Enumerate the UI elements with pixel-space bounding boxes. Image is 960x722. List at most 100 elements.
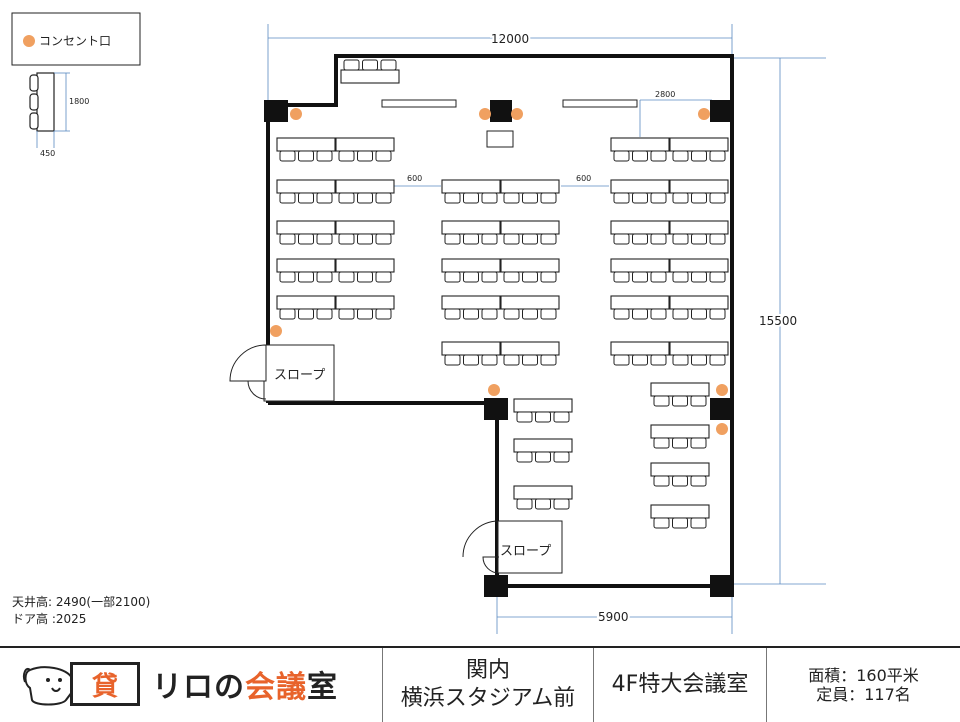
chair [709,354,726,366]
desk [500,295,560,310]
desk-with-chairs [441,179,501,204]
outlet-icon [716,423,728,435]
chair [357,233,373,245]
desk-with-chairs [513,485,573,510]
chair [298,150,314,162]
size-label: 面積： [808,666,857,685]
desk-with-chairs [669,220,729,245]
desk-with-chairs [276,295,336,320]
chair [375,308,392,320]
size-value: 160平米 [856,666,919,685]
chair [338,192,355,204]
desk-with-chairs [276,137,336,162]
chair [709,308,726,320]
chair [481,233,498,245]
chair [632,150,648,162]
desk-with-chairs [441,258,501,283]
ceiling-height-note: 天井高: 2490(一部2100) [12,595,151,609]
outlet-icon [511,108,523,120]
outlet-icon [290,108,302,120]
chair [444,308,461,320]
chair [672,354,689,366]
chair [338,150,355,162]
desk-with-chairs [500,295,560,320]
desk-with-chairs [610,258,670,283]
chair [672,150,689,162]
chair [522,271,538,283]
chair [444,271,461,283]
chair [503,192,520,204]
desk [669,341,729,356]
desk-with-chairs [610,341,670,366]
desk [276,295,336,310]
chair [279,192,296,204]
desk-with-chairs [669,179,729,204]
desk-with-chairs [340,59,400,84]
chair [650,354,667,366]
brand-mark: 貸 [70,662,140,706]
size-row: 面積：160平米 [808,666,919,685]
desk-with-chairs [441,220,501,245]
desk [441,220,501,235]
chair [481,308,498,320]
outlets [270,108,728,435]
chair [690,475,707,487]
desk [335,137,395,152]
dimension-bottom: 5900 [598,610,629,624]
chair-sample: 1800 450 [29,72,89,158]
desk-with-chairs [335,295,395,320]
chair [672,192,689,204]
chair [279,233,296,245]
chair [709,233,726,245]
chair [653,475,670,487]
chair [338,308,355,320]
desk [276,258,336,273]
chair [298,308,314,320]
desk [669,137,729,152]
chair [650,308,667,320]
chair [338,233,355,245]
dimension-inner: 2800 [655,90,675,99]
desk-with-chairs [650,382,710,407]
dog-mascot-icon [22,666,78,706]
chair [672,517,688,529]
area-line-2: 横浜スタジアム前 [400,686,576,711]
desk [500,179,560,194]
desk-with-chairs [335,220,395,245]
chair [503,233,520,245]
chair [316,233,333,245]
chair [613,192,630,204]
chair [535,411,551,423]
chair [553,451,570,463]
furniture [276,59,729,529]
chair [298,233,314,245]
chair [691,308,707,320]
desk-with-chairs [669,295,729,320]
chair [503,308,520,320]
chair [522,192,538,204]
chair [632,233,648,245]
desk [669,179,729,194]
chair [672,395,688,407]
desk [650,462,710,477]
chair [463,271,479,283]
outlet-icon [270,325,282,337]
chair [691,150,707,162]
desk-with-chairs [669,258,729,283]
chair [516,498,533,510]
desk [441,179,501,194]
chair [709,150,726,162]
desk [610,295,670,310]
dimension-spacing-left: 600 [407,174,422,183]
chair [463,233,479,245]
desk [610,137,670,152]
chair [279,271,296,283]
desk-with-chairs [500,220,560,245]
chair [316,150,333,162]
chair [709,271,726,283]
capacity-value: 117名 [864,685,911,704]
chair [672,233,689,245]
room-name: 4F特大会議室 [611,672,749,697]
brand-name: リロの会議室 [152,662,338,706]
dimension-spacing-right: 600 [576,174,591,183]
